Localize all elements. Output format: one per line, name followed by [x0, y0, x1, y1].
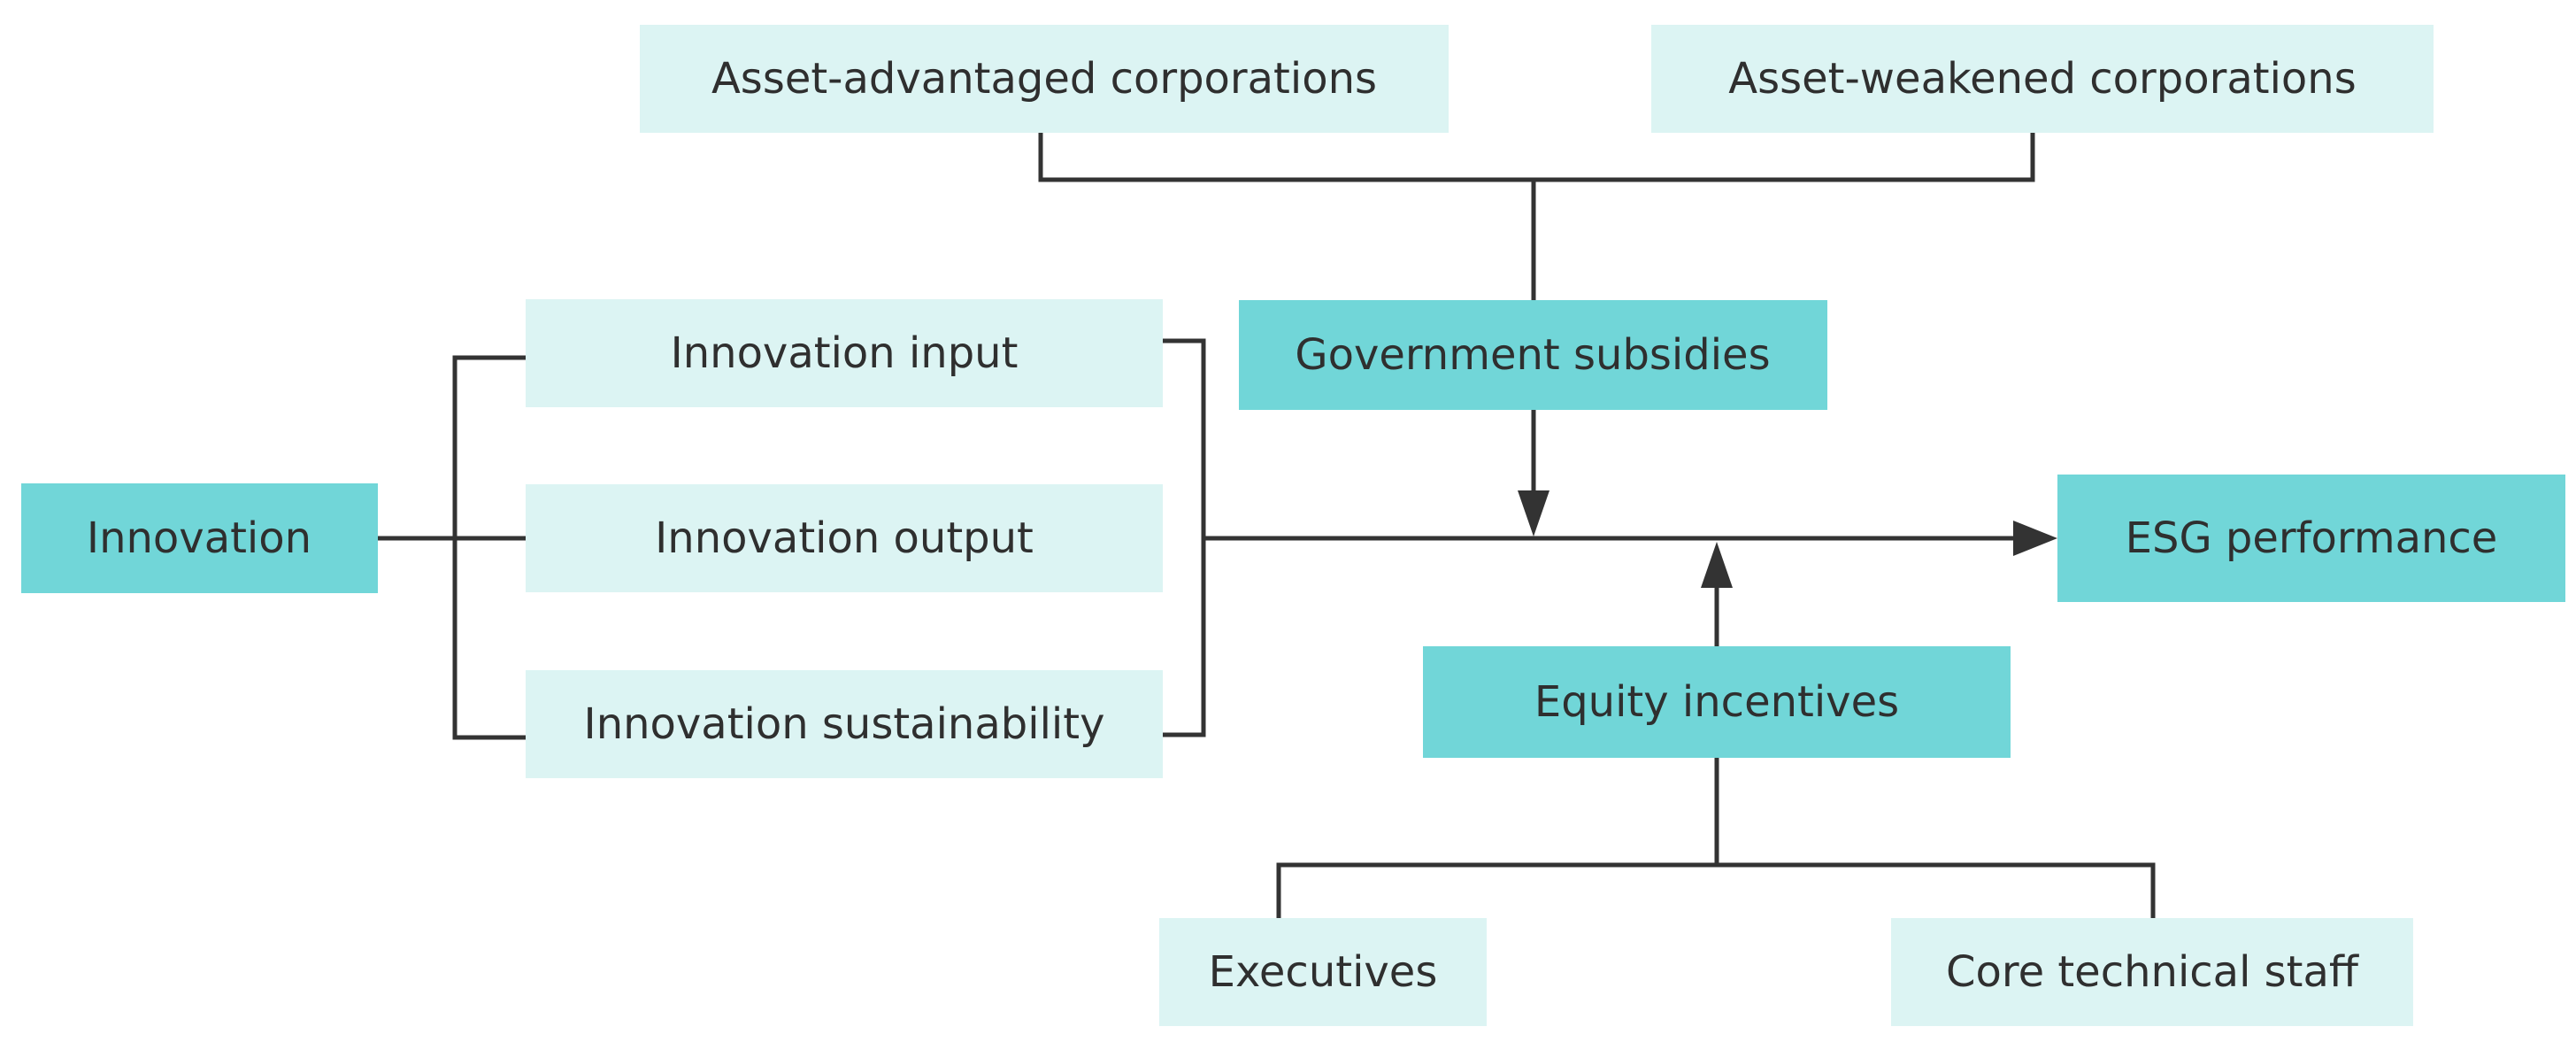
arrow-down-icon [1518, 490, 1549, 536]
node-esg-performance [2057, 475, 2565, 602]
connector-corporations [1038, 133, 2035, 182]
arrow-up-icon [1701, 542, 1733, 588]
node-government-subsidies [1239, 300, 1827, 410]
label-innovation-sustainability: Innovation sustainability [584, 699, 1105, 749]
connectors [378, 133, 2156, 918]
label-asset-advantaged: Asset-advantaged corporations [711, 54, 1377, 104]
labels: Innovation Innovation input Innovation o… [87, 54, 2497, 997]
label-equity-incentives: Equity incentives [1534, 677, 1899, 727]
label-innovation: Innovation [87, 513, 311, 563]
node-innovation-sustainability [526, 670, 1163, 778]
label-innovation-input: Innovation input [671, 328, 1019, 378]
connector-staff [1276, 862, 2156, 918]
node-equity-incentives [1423, 646, 2011, 758]
node-asset-weakened [1651, 25, 2434, 133]
arrow-right-icon [2013, 521, 2057, 556]
node-innovation-output [526, 484, 1163, 592]
connector-innovation-bracket [452, 355, 526, 740]
node-asset-advantaged [640, 25, 1449, 133]
label-executives: Executives [1209, 947, 1438, 997]
label-core-technical-staff: Core technical staff [1946, 947, 2359, 997]
node-executives [1159, 918, 1487, 1026]
label-esg-performance: ESG performance [2126, 513, 2498, 563]
connector-dimensions-bracket [1163, 338, 1206, 737]
boxes [21, 25, 2565, 1026]
label-innovation-output: Innovation output [655, 513, 1034, 563]
arrowheads [1518, 490, 2057, 588]
node-innovation-input [526, 299, 1163, 407]
node-core-technical-staff [1891, 918, 2413, 1026]
node-innovation [21, 483, 378, 593]
label-government-subsidies: Government subsidies [1295, 330, 1770, 380]
label-asset-weakened: Asset-weakened corporations [1728, 54, 2356, 104]
